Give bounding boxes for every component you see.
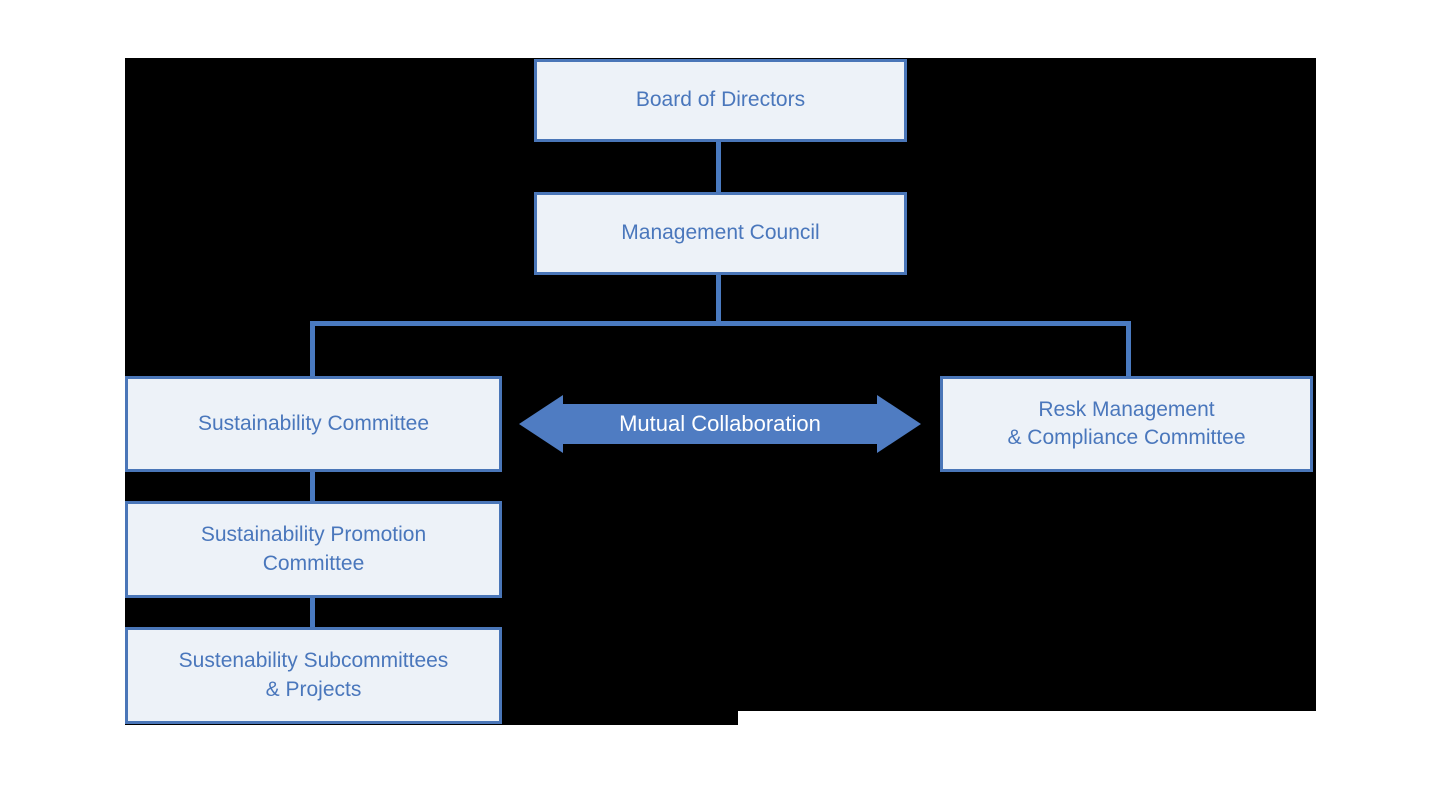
mutual-collaboration-arrow-label: Mutual Collaboration	[619, 411, 821, 436]
mutual-collaboration-arrow: Mutual Collaboration	[519, 395, 921, 453]
node-sustainability-promotion-committee-label: Sustainability Promotion Committee	[200, 523, 427, 575]
node-risk-management-compliance-committee: Resk Management & Compliance Committee	[940, 376, 1313, 472]
node-sustainability-promotion-committee: Sustainability Promotion Committee	[125, 501, 502, 598]
node-management-council-label: Management Council	[621, 221, 820, 245]
connector-council-to-split	[716, 274, 721, 324]
node-board-of-directors-label: Board of Directors	[635, 88, 806, 112]
connector-split-to-sustainability	[310, 321, 315, 377]
node-board-of-directors: Board of Directors	[534, 59, 907, 142]
node-sustainability-committee: Sustainability Committee	[125, 376, 502, 472]
node-risk-management-compliance-committee-label: Resk Management & Compliance Committee	[1007, 397, 1246, 449]
connector-split-to-risk	[1126, 321, 1131, 377]
connector-sustainability-to-promotion	[310, 471, 315, 502]
node-sustainability-subcommittees-projects: Sustenability Subcommittees & Projects	[125, 627, 502, 724]
node-sustainability-committee-label: Sustainability Committee	[197, 411, 430, 435]
node-sustainability-subcommittees-projects-label: Sustenability Subcommittees & Projects	[178, 649, 449, 701]
connector-horizontal-split	[310, 321, 1131, 326]
connector-promotion-to-subcommittees	[310, 597, 315, 628]
node-management-council: Management Council	[534, 192, 907, 275]
double-headed-arrow-icon	[519, 395, 921, 453]
connector-board-to-council	[716, 141, 721, 193]
